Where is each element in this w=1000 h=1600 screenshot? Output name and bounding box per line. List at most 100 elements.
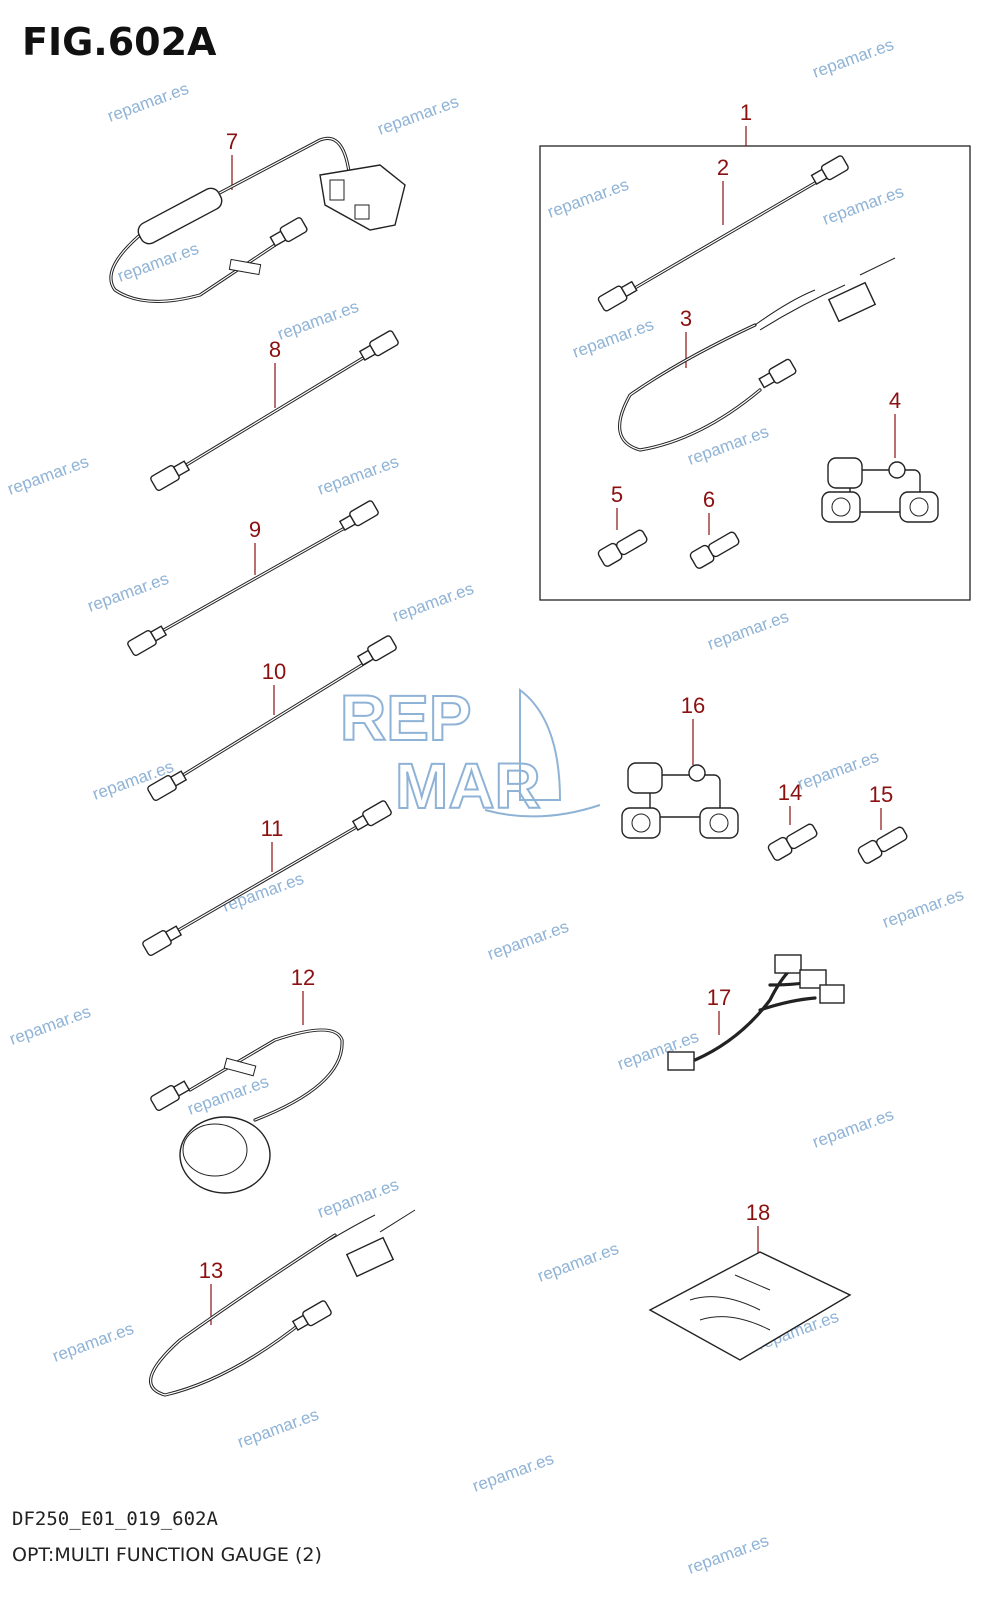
watermark-text: repamar.es <box>535 1239 621 1286</box>
sail-icon <box>519 687 562 801</box>
watermark-text: repamar.es <box>570 315 656 362</box>
part-8-cable <box>150 330 399 492</box>
part-2-cable <box>597 155 849 312</box>
wave-icon <box>484 804 601 818</box>
watermark-text: repamar.es <box>235 1405 321 1452</box>
fuse-holder-icon <box>345 1236 395 1278</box>
callout-1: 1 <box>740 100 752 125</box>
callout-9: 9 <box>249 517 261 542</box>
connector-icon <box>351 800 392 832</box>
kit-box <box>539 145 971 601</box>
tag-icon <box>228 258 262 276</box>
watermark-logo: REP MAR <box>339 681 601 823</box>
watermark-text: repamar.es <box>7 1002 93 1049</box>
part-5-terminator <box>597 529 648 567</box>
watermark-text: repamar.es <box>390 579 476 626</box>
plug-icon <box>774 954 802 974</box>
part-16-t-connector <box>621 762 739 839</box>
connector-icon <box>150 1080 191 1112</box>
fuse-holder-icon <box>827 281 877 323</box>
connector-icon <box>142 925 183 957</box>
watermark-text: repamar.es <box>810 1105 896 1152</box>
callout-8: 8 <box>269 337 281 362</box>
part-13-power-cable <box>149 1209 416 1397</box>
plug-icon <box>799 969 827 989</box>
watermark-text: repamar.es <box>470 1449 556 1496</box>
inline-module-icon <box>137 187 223 245</box>
watermark-text: repamar.es <box>50 1319 136 1366</box>
wire <box>759 284 846 331</box>
connector-icon <box>810 155 849 186</box>
watermark-text: repamar.es <box>545 175 631 222</box>
part-11-cable <box>142 800 392 957</box>
callout-13: 13 <box>199 1258 223 1283</box>
plug-icon <box>667 1051 695 1071</box>
callout-18: 18 <box>746 1200 770 1225</box>
part-7-sensor-cable <box>109 136 406 303</box>
connector-icon <box>597 280 638 312</box>
watermark-text: repamar.es <box>105 79 191 126</box>
antenna-dome-icon <box>179 1116 271 1194</box>
wire <box>329 1214 376 1241</box>
part-14-terminator <box>767 823 818 861</box>
watermark-logo-bottom: MAR <box>395 750 541 822</box>
callout-5: 5 <box>611 482 623 507</box>
connector-icon <box>356 635 397 667</box>
bracket-slot-icon <box>329 179 345 201</box>
callout-16: 16 <box>681 693 705 718</box>
connector-icon <box>147 770 188 802</box>
tag-icon <box>223 1057 257 1077</box>
callout-3: 3 <box>680 306 692 331</box>
antenna-cap-icon <box>182 1123 248 1177</box>
figure-caption: OPT:MULTI FUNCTION GAUGE (2) <box>12 1544 322 1566</box>
connector-icon <box>269 217 308 247</box>
document-code: DF250_E01_019_602A <box>12 1508 218 1530</box>
watermark-text: repamar.es <box>880 885 966 932</box>
connector-icon <box>291 1300 332 1332</box>
bag-icon <box>648 1251 852 1361</box>
watermark-text: repamar.es <box>810 35 896 82</box>
watermark-text: repamar.es <box>275 297 361 344</box>
watermark-text: repamar.es <box>685 422 771 469</box>
part-9-cable <box>127 500 379 657</box>
watermark-text: repamar.es <box>485 917 571 964</box>
figure-title: FIG.602A <box>22 20 217 64</box>
callout-2: 2 <box>717 155 729 180</box>
callout-10: 10 <box>262 659 286 684</box>
part-4-t-connector <box>821 457 939 523</box>
part-6-terminator <box>689 531 740 569</box>
part-17-harness <box>667 954 845 1071</box>
bag-contents <box>689 1274 771 1331</box>
part-18-bag <box>648 1251 852 1361</box>
part-3-power-cable <box>618 257 896 452</box>
watermark-text: repamar.es <box>685 1531 771 1578</box>
callout-4: 4 <box>889 388 901 413</box>
connector-icon <box>358 330 399 362</box>
wire <box>859 257 896 276</box>
watermark-text: repamar.es <box>375 92 461 139</box>
watermark-text: repamar.es <box>820 182 906 229</box>
connector-icon <box>338 500 379 532</box>
watermark-text: repamar.es <box>85 569 171 616</box>
callout-17: 17 <box>707 985 731 1010</box>
wire <box>379 1209 416 1233</box>
watermark-layer: REP MAR repamar.es repamar.es repamar.es… <box>5 35 966 1578</box>
watermark-text: repamar.es <box>705 607 791 654</box>
callout-14: 14 <box>778 780 802 805</box>
callout-11: 11 <box>261 816 284 841</box>
watermark-text: repamar.es <box>220 869 306 916</box>
callout-15: 15 <box>869 782 893 807</box>
watermark-text: repamar.es <box>5 452 91 499</box>
watermark-text: repamar.es <box>315 452 401 499</box>
plug-icon <box>819 984 845 1004</box>
part-15-terminator <box>857 826 908 864</box>
bracket-slot-icon <box>354 204 370 220</box>
connector-icon <box>127 625 168 657</box>
callout-6: 6 <box>703 487 715 512</box>
callout-7: 7 <box>226 129 238 154</box>
sensor-bracket-icon <box>319 164 406 231</box>
wire <box>754 289 816 326</box>
callouts: 1 2 3 4 5 6 7 8 9 10 11 12 13 14 15 16 1 <box>199 100 901 1325</box>
watermark-text: repamar.es <box>315 1175 401 1222</box>
